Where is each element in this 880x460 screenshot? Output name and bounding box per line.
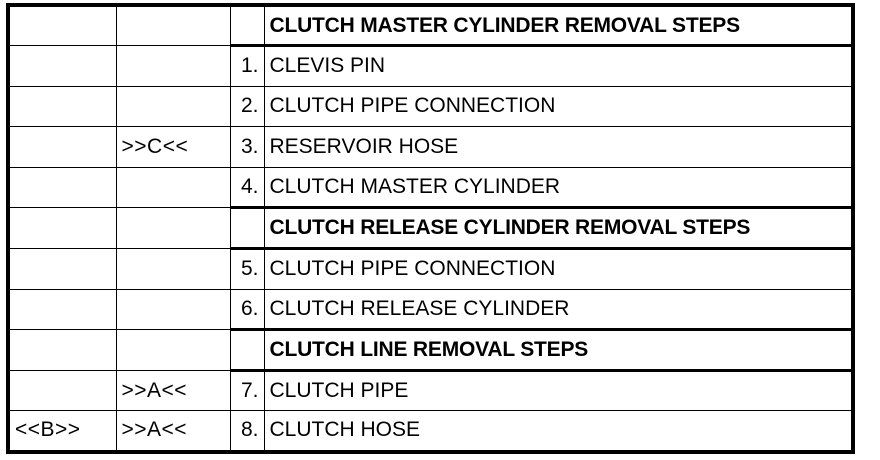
removal-steps-table: CLUTCH MASTER CYLINDER REMOVAL STEPS 1. … xyxy=(6,3,855,454)
cell-section-title: CLUTCH RELEASE CYLINDER REMOVAL STEPS xyxy=(263,206,853,251)
cell-step-description: CLEVIS PIN xyxy=(263,45,853,87)
cell-reference-a: >>A<< xyxy=(115,369,231,412)
cell-reference-b xyxy=(8,369,117,412)
cell-step-description: CLUTCH PIPE CONNECTION xyxy=(263,85,853,128)
table-row: 4. CLUTCH MASTER CYLINDER xyxy=(8,166,853,209)
cell-reference-a xyxy=(115,5,231,47)
cell-reference-b xyxy=(8,329,117,371)
table-row: CLUTCH LINE REMOVAL STEPS xyxy=(8,328,853,372)
cell-step-number xyxy=(229,328,265,372)
table-row: 6. CLUTCH RELEASE CYLINDER xyxy=(8,288,853,331)
table-row: CLUTCH MASTER CYLINDER REMOVAL STEPS xyxy=(8,3,853,48)
cell-step-number: 3. xyxy=(229,126,265,168)
cell-reference-b xyxy=(8,248,117,290)
cell-reference-a xyxy=(115,166,231,209)
table-row: >>C<< 3. RESERVOIR HOSE xyxy=(8,126,853,168)
cell-reference-b xyxy=(8,207,117,250)
cell-reference-a xyxy=(115,45,231,87)
cell-step-description: CLUTCH PIPE CONNECTION xyxy=(263,248,853,290)
table-row: 1. CLEVIS PIN xyxy=(8,45,853,87)
cell-section-title: CLUTCH LINE REMOVAL STEPS xyxy=(263,328,853,372)
cell-reference-a xyxy=(115,329,231,371)
table-body: CLUTCH MASTER CYLINDER REMOVAL STEPS 1. … xyxy=(8,3,853,452)
cell-step-description: CLUTCH MASTER CYLINDER xyxy=(263,166,853,209)
cell-step-number xyxy=(229,3,265,48)
cell-reference-b xyxy=(8,126,117,168)
cell-reference-a xyxy=(115,85,231,128)
table-row: 5. CLUTCH PIPE CONNECTION xyxy=(8,248,853,290)
cell-reference-b xyxy=(8,288,117,331)
cell-step-description: CLUTCH HOSE xyxy=(263,410,853,452)
cell-reference-b xyxy=(8,85,117,128)
cell-step-number: 6. xyxy=(229,288,265,331)
cell-reference-b: <<B>> xyxy=(8,410,117,452)
table-row: 2. CLUTCH PIPE CONNECTION xyxy=(8,85,853,128)
cell-step-description: RESERVOIR HOSE xyxy=(263,126,853,168)
cell-step-number: 5. xyxy=(229,248,265,290)
table-row: >>A<< 7. CLUTCH PIPE xyxy=(8,369,853,412)
cell-section-title: CLUTCH MASTER CYLINDER REMOVAL STEPS xyxy=(263,3,853,48)
cell-reference-a xyxy=(115,248,231,290)
cell-step-number: 4. xyxy=(229,166,265,209)
cell-step-description: CLUTCH RELEASE CYLINDER xyxy=(263,288,853,331)
cell-reference-a: >>A<< xyxy=(115,410,231,452)
cell-step-number: 7. xyxy=(229,369,265,412)
cell-reference-b xyxy=(8,5,117,47)
cell-step-number: 8. xyxy=(229,410,265,452)
cell-reference-b xyxy=(8,166,117,209)
cell-step-number: 2. xyxy=(229,85,265,128)
table-row: CLUTCH RELEASE CYLINDER REMOVAL STEPS xyxy=(8,206,853,251)
cell-reference-a xyxy=(115,207,231,250)
cell-step-number xyxy=(229,206,265,251)
cell-reference-b xyxy=(8,45,117,87)
cell-reference-a: >>C<< xyxy=(115,126,231,168)
table-row: <<B>> >>A<< 8. CLUTCH HOSE xyxy=(8,410,853,452)
cell-step-number: 1. xyxy=(229,45,265,87)
cell-reference-a xyxy=(115,288,231,331)
cell-step-description: CLUTCH PIPE xyxy=(263,369,853,412)
